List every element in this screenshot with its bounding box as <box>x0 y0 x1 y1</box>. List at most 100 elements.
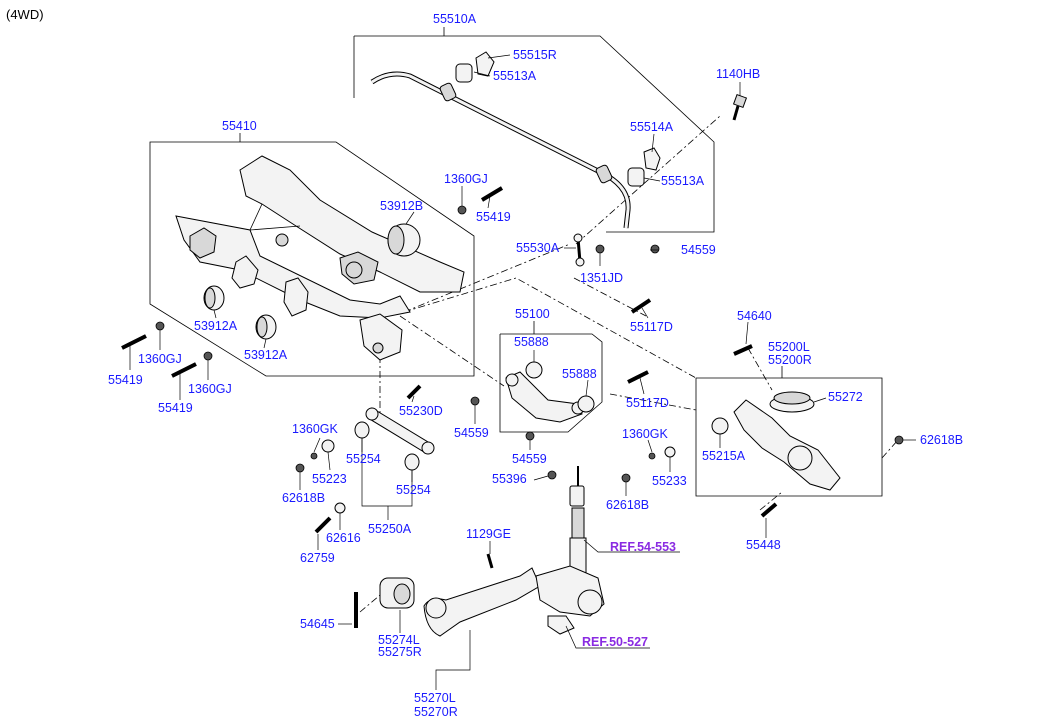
label-55215A: 55215A <box>702 449 746 463</box>
knuckle <box>535 565 605 635</box>
nut-62618B-right <box>894 435 904 445</box>
label-54559-right: 54559 <box>681 243 716 257</box>
label-55888-2: 55888 <box>562 367 597 381</box>
arm-55100-frame <box>499 333 603 433</box>
bushing-53912A-2 <box>255 314 277 340</box>
label-55514A: 55514A <box>630 120 674 134</box>
washer-1360GJ-1 <box>155 321 165 331</box>
bushing-55888-2 <box>577 395 595 413</box>
bolt-54640 <box>733 344 753 356</box>
label-55410: 55410 <box>222 119 257 133</box>
label-54559-1: 54559 <box>454 426 489 440</box>
label-54645: 54645 <box>300 617 335 631</box>
label-55223: 55223 <box>312 472 347 486</box>
bolt-55117D-1 <box>630 298 652 314</box>
label-55448: 55448 <box>746 538 781 552</box>
ref-link-50-527[interactable]: REF.50-527 <box>582 635 648 649</box>
nut-62618B-mid <box>621 473 631 483</box>
label-53912A-2: 53912A <box>244 348 288 362</box>
label-55250A: 55250A <box>368 522 412 536</box>
nut-1351JD <box>595 244 605 254</box>
label-55274L: 55274L <box>378 633 420 647</box>
assist-arm-55250A <box>365 407 435 455</box>
label-1360GK-right: 1360GK <box>622 427 669 441</box>
label-54559-2: 54559 <box>512 452 547 466</box>
bolt-55419-top <box>480 186 504 202</box>
washer-1360GJ-2 <box>203 351 213 361</box>
bushing-55254-1 <box>354 421 370 439</box>
lower-arm-55200 <box>733 399 841 491</box>
label-55254-2: 55254 <box>396 483 431 497</box>
label-1360GJ-top: 1360GJ <box>444 172 488 186</box>
label-55230D: 55230D <box>399 404 443 418</box>
label-53912B: 53912B <box>380 199 423 213</box>
bushing-55215A <box>711 417 729 435</box>
variant-label: (4WD) <box>6 7 44 22</box>
label-55200L: 55200L <box>768 340 810 354</box>
label-55275R: 55275R <box>378 645 422 659</box>
label-1360GJ-2: 1360GJ <box>188 382 232 396</box>
label-55419-2: 55419 <box>158 401 193 415</box>
label-55254-1: 55254 <box>346 452 381 466</box>
label-55510A: 55510A <box>433 12 477 26</box>
bolt-55230D <box>406 384 422 400</box>
bushing-55513A-right <box>627 147 661 187</box>
label-55117D-2: 55117D <box>626 396 669 410</box>
bolt-55117D-2 <box>627 370 649 384</box>
crossmember-group-frame <box>149 141 475 377</box>
label-55233: 55233 <box>652 474 687 488</box>
label-1351JD: 1351JD <box>580 271 623 285</box>
washer-62616 <box>334 502 346 514</box>
label-55419-1: 55419 <box>108 373 143 387</box>
bolt-55448 <box>760 502 778 518</box>
label-55419-top: 55419 <box>476 210 511 224</box>
shock-absorber <box>569 466 587 583</box>
label-55100: 55100 <box>515 307 550 321</box>
label-55396: 55396 <box>492 472 527 486</box>
nut-62618B-left <box>295 463 305 473</box>
spring-seat-55272 <box>769 391 815 413</box>
nut-54559-right <box>650 244 660 254</box>
label-1360GK-left: 1360GK <box>292 422 339 436</box>
label-1140HB: 1140HB <box>716 67 760 81</box>
washer-1360GJ-top <box>457 205 467 215</box>
washer-1360GK-right <box>648 452 656 460</box>
stabilizer-link-55530A <box>573 233 585 267</box>
label-55513A-right: 55513A <box>661 174 705 188</box>
label-53912A-1: 53912A <box>194 319 238 333</box>
bolt-1129GE <box>486 553 494 569</box>
nut-54559-2 <box>525 431 535 441</box>
label-55530A: 55530A <box>516 241 560 255</box>
label-62759: 62759 <box>300 551 335 565</box>
label-62618B-mid: 62618B <box>606 498 649 512</box>
label-55270L: 55270L <box>414 691 456 705</box>
nut-55396 <box>547 470 557 480</box>
label-55200R: 55200R <box>768 353 812 367</box>
label-62618B-left: 62618B <box>282 491 325 505</box>
bolt-1140HB <box>732 93 748 121</box>
label-62618B-right: 62618B <box>920 433 963 447</box>
washer-55233 <box>664 446 676 458</box>
label-54640: 54640 <box>737 309 772 323</box>
label-55513A-top: 55513A <box>493 69 537 83</box>
washer-55223 <box>321 439 335 453</box>
label-55270R: 55270R <box>414 705 458 719</box>
ref-link-54-553[interactable]: REF.54-553 <box>610 540 676 554</box>
stabilizer-bar <box>370 71 631 229</box>
bolt-62759 <box>314 516 332 534</box>
bushing-55254-2 <box>404 453 420 471</box>
bolt-55419-2 <box>171 362 197 378</box>
label-1360GJ-1: 1360GJ <box>138 352 182 366</box>
bushing-55513A-top <box>455 51 495 83</box>
arm-55200-frame <box>695 377 883 497</box>
washer-1360GK-left <box>310 452 318 460</box>
label-55117D-1: 55117D <box>630 320 673 334</box>
label-1129GE: 1129GE <box>466 527 511 541</box>
bushing-55274 <box>379 577 415 609</box>
stabilizer-group-frame <box>354 35 715 233</box>
label-55888-1: 55888 <box>514 335 549 349</box>
label-55515R: 55515R <box>513 48 557 62</box>
bushing-53912B <box>387 223 421 257</box>
